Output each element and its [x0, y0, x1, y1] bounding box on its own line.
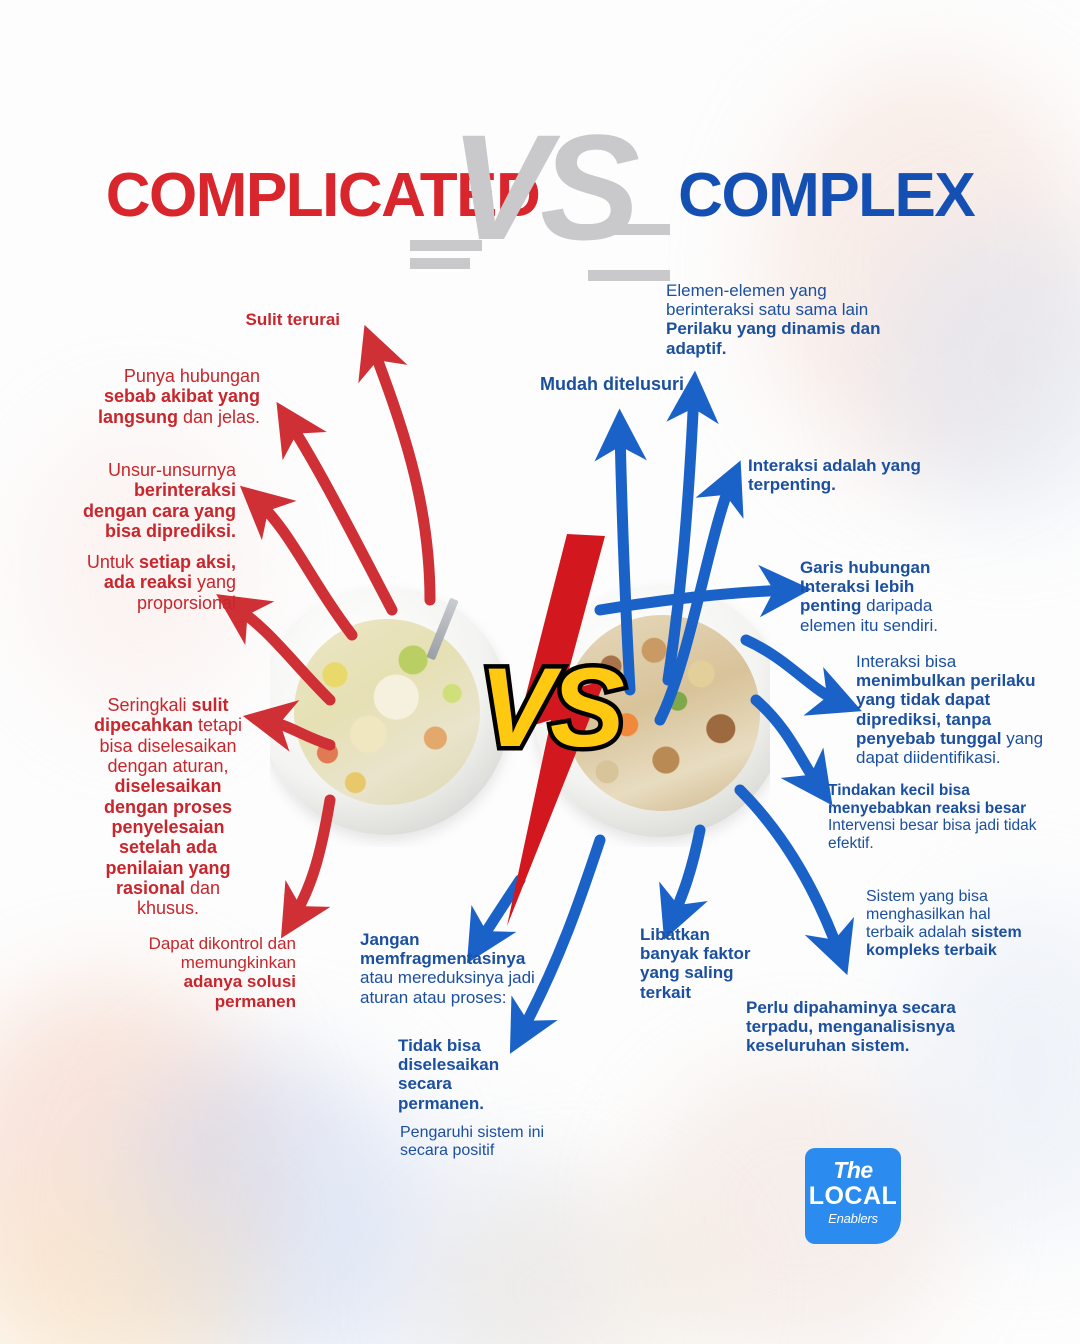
- logo-local: LOCAL: [808, 1182, 898, 1210]
- headline-vs-strike-lines: [410, 224, 670, 281]
- text-mudah-ditelusuri: Mudah ditelusuri: [540, 374, 684, 394]
- text-sulit-terurai: Sulit terurai: [245, 310, 340, 329]
- headline-complicated: COMPLICATED: [105, 161, 541, 230]
- headline-complex: COMPLEX: [678, 161, 976, 230]
- logo-enablers: Enablers: [828, 1211, 878, 1226]
- logo-the: The: [833, 1157, 873, 1183]
- brand-logo: The LOCAL Enablers: [805, 1148, 901, 1244]
- lightning-bolt-divider: [507, 534, 605, 926]
- page-title: VS COMPLICATED COMPLEX: [0, 112, 1080, 281]
- headline-vs-ghost: VS: [449, 103, 640, 271]
- red-arrow-sulit-terurai: [358, 324, 436, 606]
- vs-badge-label: VS: [475, 641, 629, 775]
- vs-badge: VS: [455, 640, 645, 775]
